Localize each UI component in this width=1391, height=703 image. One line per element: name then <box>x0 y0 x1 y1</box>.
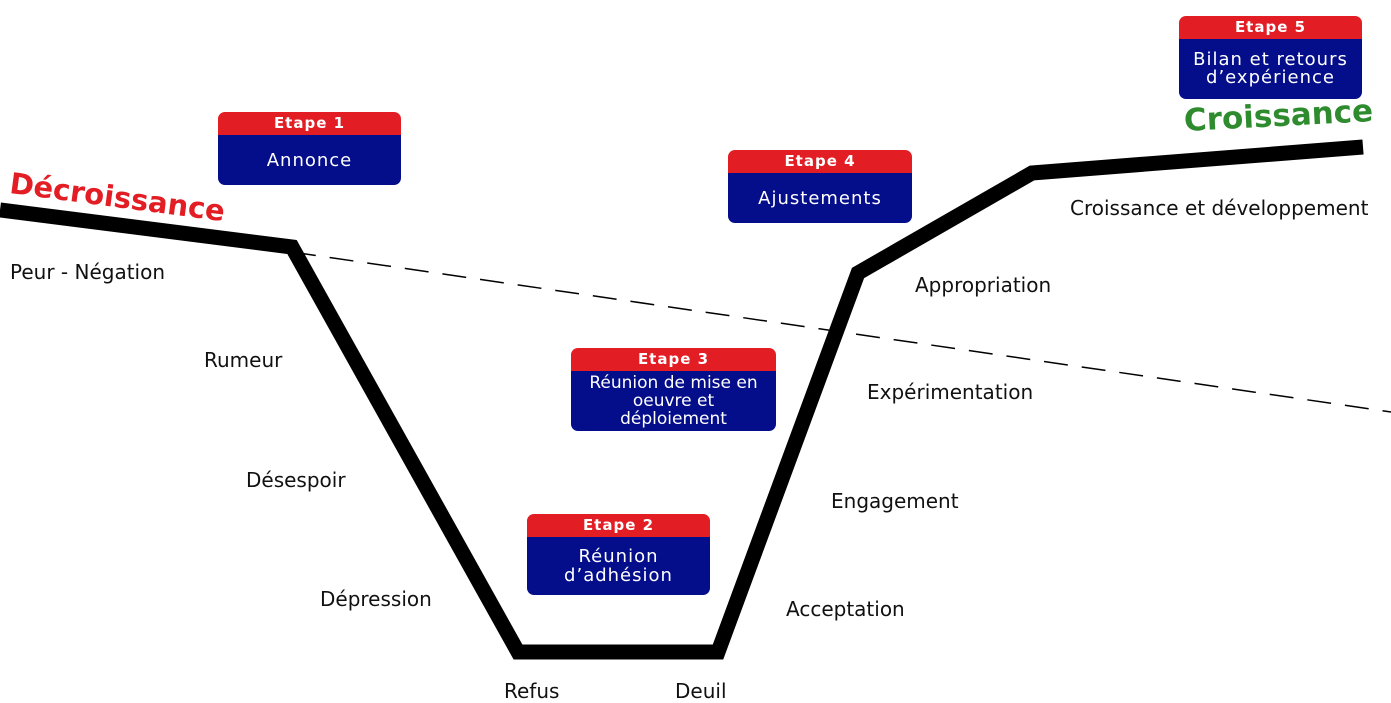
stage-5-body: Bilan et retours d’expérience <box>1179 39 1362 99</box>
phase-desespoir: Désespoir <box>246 468 346 492</box>
stage-4-header: Etape 4 <box>728 150 912 173</box>
phase-depression: Dépression <box>320 587 432 611</box>
phase-rumeur: Rumeur <box>204 348 283 372</box>
stage-5-header: Etape 5 <box>1179 16 1362 39</box>
change-curve-line <box>0 139 1364 660</box>
stage-1-box: Etape 1 Annonce <box>218 112 401 185</box>
stage-2-body: Réunion d’adhésion <box>527 537 710 595</box>
stage-3-header: Etape 3 <box>571 348 776 371</box>
phase-appropriation: Appropriation <box>915 273 1052 297</box>
stage-4-box: Etape 4 Ajustements <box>728 150 912 223</box>
phase-experimentation: Expérimentation <box>867 380 1034 404</box>
stage-2-box: Etape 2 Réunion d’adhésion <box>527 514 710 595</box>
stage-1-body: Annonce <box>218 135 401 185</box>
phase-refus: Refus <box>504 679 560 703</box>
stage-3-box: Etape 3 Réunion de mise en oeuvre et dép… <box>571 348 776 431</box>
phase-engagement: Engagement <box>831 489 959 513</box>
stage-2-header: Etape 2 <box>527 514 710 537</box>
phase-peur-negation: Peur - Négation <box>10 260 166 284</box>
phase-deuil: Deuil <box>675 679 727 703</box>
stage-3-body: Réunion de mise en oeuvre et déploiement <box>571 371 776 431</box>
stage-4-body: Ajustements <box>728 173 912 223</box>
phase-croissance-developpement: Croissance et développement <box>1070 196 1369 220</box>
phase-acceptation: Acceptation <box>786 597 905 621</box>
stage-1-header: Etape 1 <box>218 112 401 135</box>
stage-5-box: Etape 5 Bilan et retours d’expérience <box>1179 16 1362 99</box>
